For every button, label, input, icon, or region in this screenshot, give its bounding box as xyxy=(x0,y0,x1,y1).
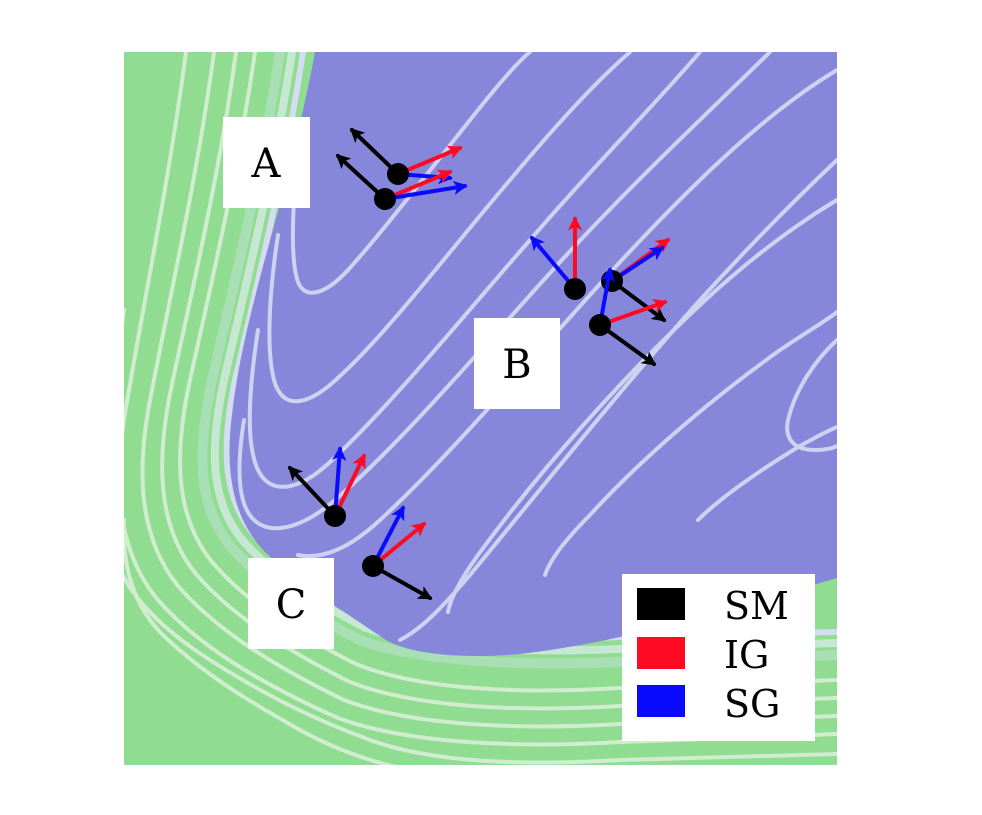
sg-arrow xyxy=(530,235,577,291)
legend-label-sm: SM xyxy=(724,584,789,628)
legend-swatch-ig xyxy=(637,637,685,669)
legend: SM IG SG xyxy=(622,574,815,741)
point-a1 xyxy=(387,163,409,185)
point-b2 xyxy=(601,270,623,292)
legend-swatch-sg xyxy=(637,685,685,717)
legend-label-sg: SG xyxy=(724,682,780,726)
legend-swatch-sm xyxy=(637,588,685,620)
ig-arrow xyxy=(383,169,453,201)
ig-arrow xyxy=(371,522,427,568)
point-b1 xyxy=(564,278,586,300)
label-a: A xyxy=(251,141,282,187)
point-c1 xyxy=(324,505,346,527)
label-b: B xyxy=(502,342,531,388)
green-contours xyxy=(124,52,837,765)
legend-label-ig: IG xyxy=(724,633,769,677)
point-b3 xyxy=(589,314,611,336)
ig-arrow xyxy=(396,145,463,176)
label-box-b: B xyxy=(474,318,560,409)
gradient-arrows xyxy=(288,128,671,600)
purple-contours xyxy=(237,52,837,642)
ig-arrow xyxy=(598,299,668,327)
sg-arrow xyxy=(331,446,347,518)
point-a2 xyxy=(374,188,396,210)
sg-arrow xyxy=(383,180,468,201)
label-box-a: A xyxy=(223,117,310,208)
point-c2 xyxy=(362,555,384,577)
label-c: C xyxy=(276,582,307,628)
sm-arrow xyxy=(598,323,657,366)
ig-arrow xyxy=(333,453,366,518)
label-box-c: C xyxy=(248,558,334,649)
